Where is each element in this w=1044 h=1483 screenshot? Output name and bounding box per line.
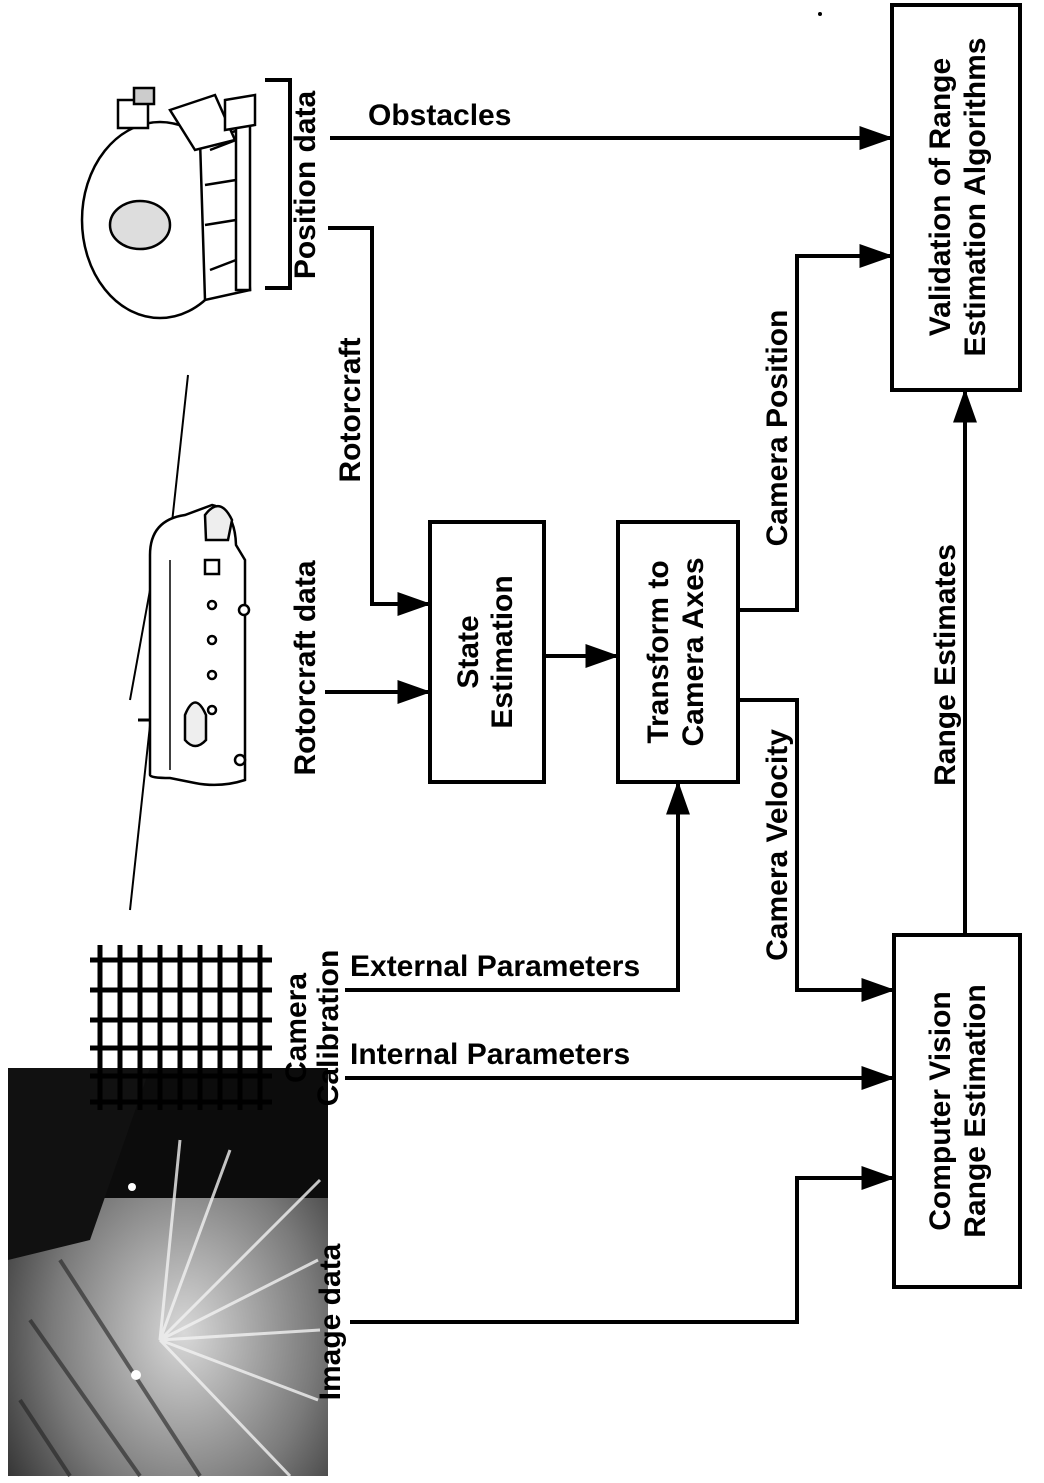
svg-text:Transform to: Transform to — [642, 560, 675, 743]
svg-text:Calibration: Calibration — [312, 950, 345, 1107]
helicopter-icon — [129, 374, 251, 911]
calibration-grid-icon — [90, 945, 272, 1110]
camera-position-arrow — [740, 244, 894, 612]
camera-velocity-label: Camera Velocity — [761, 729, 794, 961]
svg-text:Validation of Range: Validation of Range — [924, 58, 957, 336]
svg-text:Camera Axes: Camera Axes — [677, 557, 710, 746]
internal-parameters-label: Internal Parameters — [350, 1038, 630, 1071]
transform-to-camera-axes-block: Transform to Camera Axes — [616, 520, 740, 784]
svg-text:Estimation: Estimation — [486, 575, 519, 728]
svg-text:Camera: Camera — [280, 973, 313, 1083]
rotorcraft-label: Rotorcraft — [334, 337, 367, 482]
motion-platform-icon — [80, 86, 257, 320]
rotorcraft-data-label: Rotorcraft data — [289, 560, 322, 775]
image-data-arrow — [350, 1166, 896, 1324]
external-parameters-arrow — [345, 780, 690, 992]
rotorcraft-position-arrow — [328, 226, 432, 616]
svg-text:State: State — [452, 615, 485, 688]
position-data-bracket — [265, 78, 292, 290]
svg-text:Computer Vision: Computer Vision — [924, 991, 957, 1230]
position-data-label: Position data — [289, 91, 322, 280]
scan-speck — [818, 12, 822, 16]
svg-text:Range Estimation: Range Estimation — [959, 984, 992, 1237]
svg-text:Estimation Algorithms: Estimation Algorithms — [959, 38, 992, 357]
camera-calibration-label: Camera Calibration — [280, 950, 345, 1107]
external-parameters-label: External Parameters — [350, 950, 640, 983]
image-data-label: Image data — [314, 1243, 347, 1400]
state-estimation-block: State Estimation — [428, 520, 546, 784]
validation-of-range-estimation-block: Validation of Range Estimation Algorithm… — [890, 3, 1022, 392]
camera-velocity-arrow — [740, 698, 896, 1002]
range-estimates-label: Range Estimates — [929, 544, 962, 786]
obstacles-label: Obstacles — [368, 99, 511, 132]
camera-image-photo — [8, 1068, 328, 1478]
computer-vision-range-estimation-block: Computer Vision Range Estimation — [892, 933, 1022, 1289]
camera-position-label: Camera Position — [761, 310, 794, 547]
